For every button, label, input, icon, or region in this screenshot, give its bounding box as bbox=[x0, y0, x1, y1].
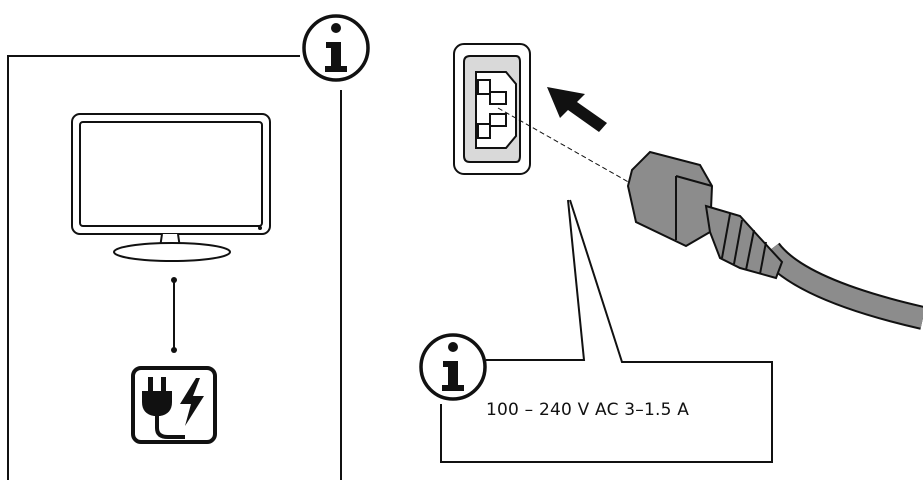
tv-power-connector bbox=[171, 277, 177, 353]
left-info-frame bbox=[7, 55, 342, 480]
power-spec-label: 100 – 240 V AC 3–1.5 A bbox=[486, 400, 690, 420]
tv-icon bbox=[71, 113, 271, 262]
info-icon bbox=[302, 14, 370, 82]
info-icon bbox=[419, 333, 487, 401]
alignment-dashed-line bbox=[497, 107, 633, 185]
insert-arrow-icon bbox=[547, 87, 607, 132]
power-cable-icon bbox=[626, 150, 923, 330]
spec-callout bbox=[440, 199, 773, 463]
power-plug-lightning-icon bbox=[131, 366, 217, 444]
power-inlet-socket-icon bbox=[453, 43, 531, 175]
